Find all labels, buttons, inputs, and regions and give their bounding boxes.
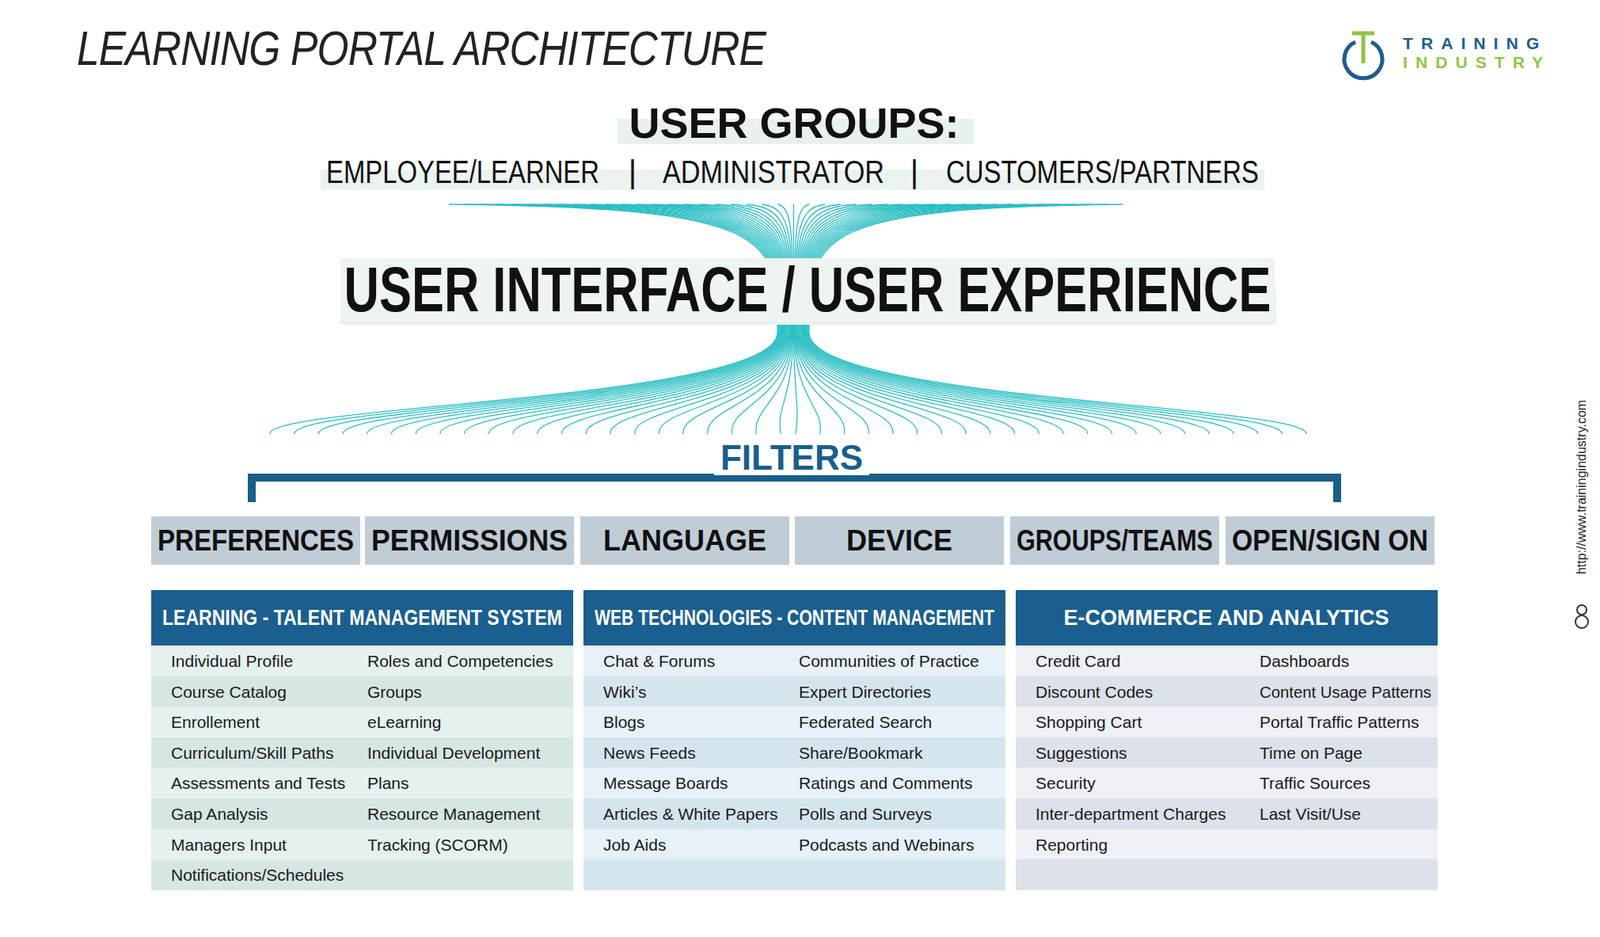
filter-box: PREFERENCES — [151, 516, 361, 565]
logo-t — [1352, 33, 1375, 64]
separator: | — [628, 155, 637, 188]
table-cell: Security — [1035, 774, 1096, 791]
filter-label: PREFERENCES — [157, 526, 354, 555]
filter-box: GROUPS/TEAMS — [1010, 516, 1220, 565]
section-heading: FILTERS — [714, 440, 870, 476]
table-cell: Podcasts and Webinars — [798, 836, 974, 853]
filter-box: PERMISSIONS — [364, 516, 574, 565]
section-heading: USER INTERFACE / USER EXPERIENCE — [340, 258, 1275, 322]
table-cell: Federated Search — [798, 713, 932, 730]
table-cell: Managers Input — [171, 836, 287, 853]
table-cell: Suggestions — [1035, 744, 1128, 761]
panel: WEB TECHNOLOGIES - CONTENT MANAGEMENT Cha… — [583, 589, 1006, 890]
user-group: CUSTOMERS/PARTNERS — [946, 155, 1259, 188]
table-cell: Groups — [367, 683, 422, 700]
table-cell: Enrollement — [171, 713, 260, 730]
table-cell: Communities of Practice — [798, 652, 980, 669]
table-cell: Portal Traffic Patterns — [1259, 713, 1420, 730]
filter-box: OPEN/SIGN ON — [1225, 516, 1435, 565]
table-cell: Discount Codes — [1035, 683, 1153, 700]
table-cell: Individual Profile — [171, 652, 293, 669]
table-cell: eLearning — [367, 713, 441, 730]
separator: | — [910, 155, 919, 188]
table-cell: Shopping Cart — [1035, 713, 1142, 730]
table-cell: Roles and Competencies — [367, 652, 554, 669]
bracket-line — [251, 477, 1338, 502]
table-cell: Reporting — [1035, 836, 1108, 853]
table-cell: Wiki’s — [603, 683, 647, 700]
logo-text: INDUSTRY — [1402, 53, 1551, 71]
table-cell: News Feeds — [603, 744, 696, 761]
panel-heading: WEB TECHNOLOGIES - CONTENT MANAGEMENT — [594, 607, 995, 629]
table-cell: Traffic Sources — [1259, 774, 1371, 791]
cc-icon — [1575, 615, 1589, 628]
section-heading: USER GROUPS: — [628, 101, 959, 145]
table-cell: Last Visit/Use — [1259, 805, 1361, 822]
panel: LEARNING - TALENT MANAGEMENT SYSTEM Indiv… — [151, 589, 574, 890]
table-row — [583, 706, 1006, 738]
user-group: ADMINISTRATOR — [662, 155, 885, 188]
panel-heading: E-COMMERCE AND ANALYTICS — [1063, 607, 1389, 629]
table-cell: Content Usage Patterns — [1259, 683, 1432, 700]
table-cell: Assessments and Tests — [171, 774, 346, 791]
table-cell: Share/Bookmark — [798, 744, 923, 761]
watermark: http://www.trainingindustry.com — [1575, 399, 1589, 574]
filter-label: OPEN/SIGN ON — [1231, 526, 1429, 555]
table-cell: Message Boards — [603, 774, 729, 791]
logo-text: TRAINING — [1402, 34, 1547, 52]
table-cell: Inter-department Charges — [1035, 805, 1226, 822]
filter-box: DEVICE — [794, 516, 1004, 565]
table-cell: Articles & White Papers — [603, 805, 779, 822]
table-cell: Notifications/Schedules — [171, 866, 344, 883]
table-row — [583, 676, 1006, 707]
panel-heading: LEARNING - TALENT MANAGEMENT SYSTEM — [162, 607, 563, 629]
table-cell: Job Aids — [603, 836, 666, 853]
user-group: EMPLOYEE/LEARNER — [326, 155, 600, 188]
filter-box: LANGUAGE — [580, 516, 790, 565]
filter-label: DEVICE — [846, 526, 953, 555]
table-cell: Curriculum/Skill Paths — [171, 744, 334, 761]
title: LEARNING PORTAL ARCHITECTURE — [76, 23, 766, 73]
table-cell: Course Catalog — [171, 683, 287, 700]
table-cell: Ratings and Comments — [798, 774, 973, 791]
table-cell: Gap Analysis — [171, 805, 269, 822]
filter-label: GROUPS/TEAMS — [1016, 526, 1213, 555]
table-cell: Individual Development — [367, 744, 540, 761]
table-cell: Tracking (SCORM) — [367, 836, 509, 853]
cc-icon — [1577, 604, 1587, 615]
table-cell: Credit Card — [1035, 652, 1121, 669]
table-cell: Plans — [367, 774, 410, 791]
table-cell: Polls and Surveys — [798, 805, 932, 822]
table-cell: Expert Directories — [798, 683, 932, 700]
panel: E-COMMERCE AND ANALYTICS Credit Card Dashb… — [1015, 589, 1438, 890]
table-cell: Time on Page — [1259, 744, 1363, 761]
table-row — [1015, 858, 1438, 890]
table-cell: Dashboards — [1259, 652, 1350, 669]
filter-label: PERMISSIONS — [371, 526, 568, 555]
table-row — [583, 858, 1006, 890]
table-cell: Chat & Forums — [603, 652, 715, 669]
filter-label: LANGUAGE — [603, 526, 767, 555]
table-cell: Resource Management — [367, 805, 540, 822]
table-cell: Blogs — [603, 713, 646, 730]
